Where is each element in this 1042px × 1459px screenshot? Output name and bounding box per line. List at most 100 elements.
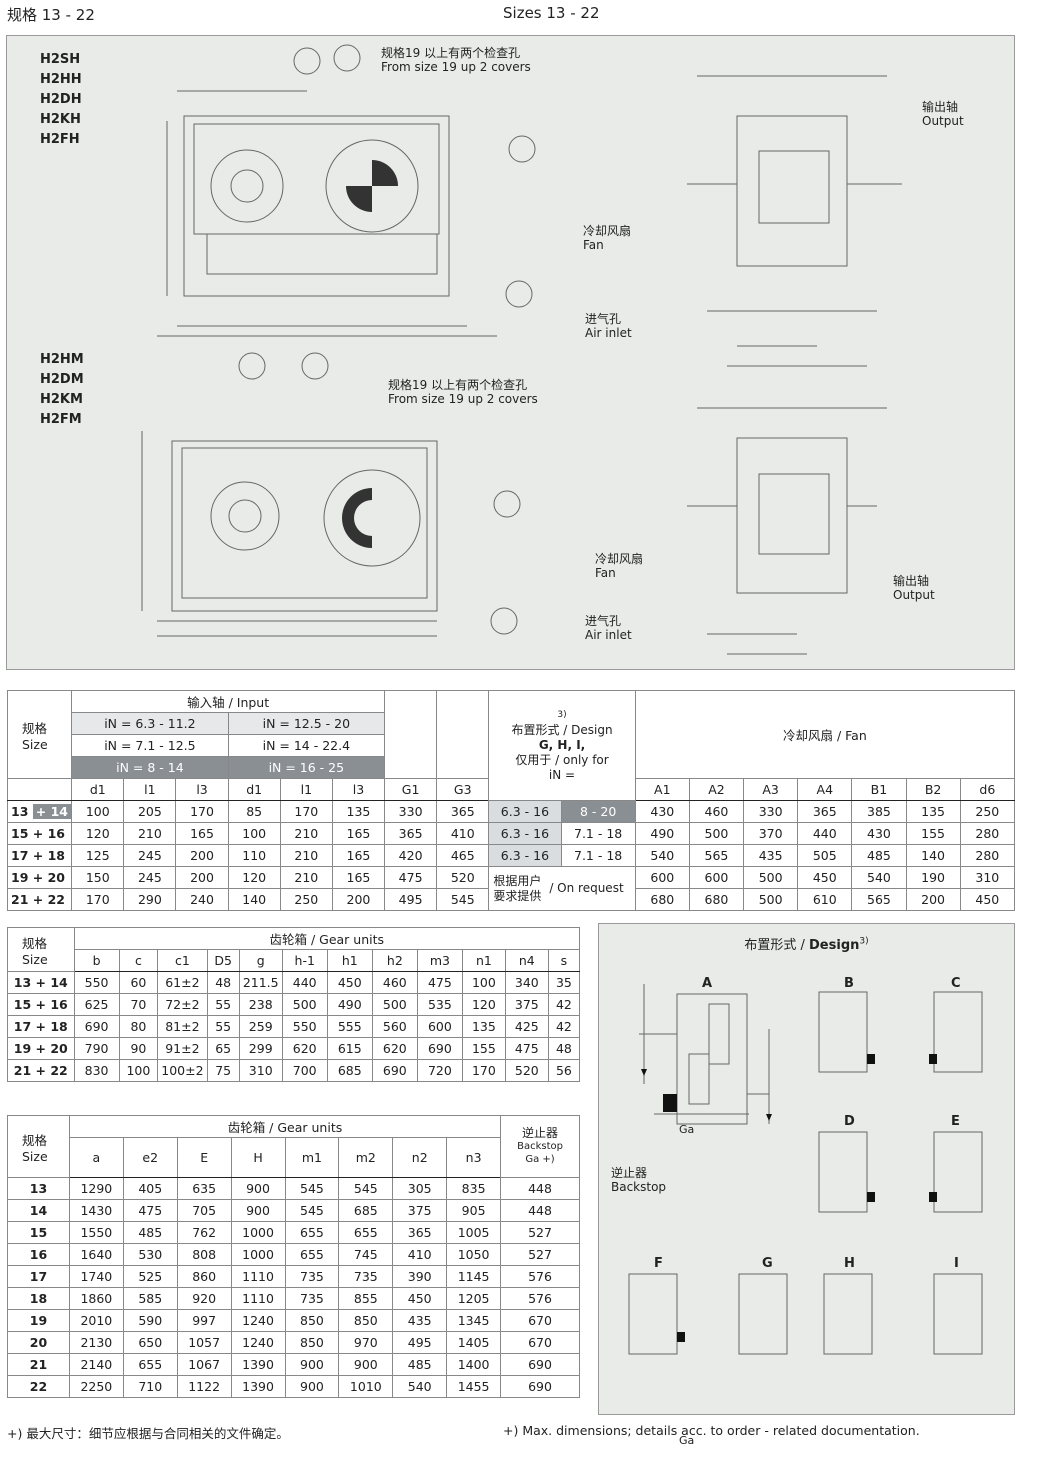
value-cell: 520 — [504, 1059, 549, 1082]
value-cell: 690 — [371, 1059, 418, 1082]
ratio-a2: iN = 7.1 - 12.5 — [71, 734, 229, 757]
size-cell: 13 — [7, 1177, 70, 1200]
col-header: d1 — [71, 778, 125, 801]
value-cell: 310 — [238, 1059, 283, 1082]
value-cell: 490 — [634, 822, 690, 845]
value-cell: 1000 — [230, 1243, 286, 1266]
col-header: B2 — [905, 778, 961, 801]
value-cell: 370 — [743, 822, 799, 845]
value-cell: 535 — [416, 993, 463, 1016]
value-cell: 75 — [206, 1059, 240, 1082]
design-letter-i: I — [954, 1256, 959, 1271]
value-cell: 210 — [279, 822, 333, 845]
value-cell: 100 — [227, 822, 281, 845]
value-cell: 60 — [118, 971, 159, 994]
value-cell: 170 — [71, 888, 125, 911]
value-cell: 55 — [206, 1015, 240, 1038]
size-cell: 21 + 22 — [7, 1059, 75, 1082]
size-cell: 17 + 18 — [7, 1015, 75, 1038]
value-cell: 655 — [284, 1243, 340, 1266]
cover-note-cn: 规格19 以上有两个检查孔 — [381, 46, 521, 60]
value-cell: 1240 — [230, 1331, 286, 1354]
size-cell: 18 — [7, 1287, 70, 1310]
col-header: d6 — [959, 778, 1016, 801]
value-cell: 685 — [338, 1199, 394, 1222]
col-header: l3 — [175, 778, 229, 801]
design-panel: 布置形式 / Design3) A B C D E F G H I Ga 逆止器… — [598, 923, 1015, 1447]
technical-drawing: H2SH H2HH H2DH H2KH H2FH H2HM H2DM H2KM … — [6, 35, 1015, 670]
value-cell: 635 — [176, 1177, 232, 1200]
value-cell: 485 — [122, 1221, 178, 1244]
col-header: l3 — [331, 778, 386, 801]
size-cell: 22 — [7, 1375, 70, 1398]
value-cell: 762 — [176, 1221, 232, 1244]
design-e-box — [933, 1131, 983, 1213]
value-cell: 245 — [123, 844, 177, 867]
size-cell: 17 — [7, 1265, 70, 1288]
cover-note-cn: 规格19 以上有两个检查孔 — [388, 378, 528, 392]
col-header: g — [238, 949, 283, 972]
air-en: Air inlet — [585, 628, 632, 642]
value-cell: 211.5 — [238, 971, 283, 994]
fan-cn: 冷却风扇 — [583, 224, 632, 238]
col-header: B1 — [851, 778, 907, 801]
value-cell: 2140 — [68, 1353, 124, 1376]
col-header: n3 — [446, 1137, 502, 1178]
model-label: H2KH — [40, 112, 81, 127]
value-cell: 500 — [688, 822, 745, 845]
ga-label: Ga — [679, 1123, 695, 1136]
value-cell: 545 — [284, 1177, 340, 1200]
value-cell: 35 — [547, 971, 581, 994]
value-cell: 1860 — [68, 1287, 124, 1310]
value-cell: 2010 — [68, 1309, 124, 1332]
value-cell: 655 — [122, 1353, 178, 1376]
value-cell: 850 — [338, 1309, 394, 1332]
value-cell: 905 — [446, 1199, 502, 1222]
value-cell: 527 — [500, 1221, 580, 1244]
value-cell: 860 — [176, 1265, 232, 1288]
value-cell: 448 — [500, 1199, 580, 1222]
value-cell: 310 — [959, 866, 1016, 889]
value-cell: 170 — [279, 800, 333, 823]
design-letter-e: E — [951, 1114, 960, 1129]
value-cell: 555 — [326, 1015, 373, 1038]
value-cell: 900 — [284, 1353, 340, 1376]
value-cell: 1345 — [446, 1309, 502, 1332]
value-cell: 1110 — [230, 1287, 286, 1310]
output-label-2: 输出轴 Output — [893, 574, 935, 602]
value-cell: 600 — [688, 866, 745, 889]
value-cell: 560 — [371, 1015, 418, 1038]
value-cell: 900 — [230, 1177, 286, 1200]
value-cell: 450 — [797, 866, 853, 889]
value-cell: 745 — [338, 1243, 394, 1266]
value-cell: 485 — [392, 1353, 448, 1376]
model-label: H2FM — [40, 412, 82, 427]
value-cell: 1110 — [230, 1265, 286, 1288]
value-cell: 190 — [905, 866, 961, 889]
input-header: 输入轴 / Input — [71, 690, 386, 713]
value-cell: 120 — [71, 822, 125, 845]
model-list-2: H2HM H2DM H2KM H2FM — [40, 350, 84, 430]
value-cell: 100 — [118, 1059, 159, 1082]
value-cell: 525 — [122, 1265, 178, 1288]
value-cell: 250 — [959, 800, 1016, 823]
col-header: A2 — [688, 778, 745, 801]
value-cell: 855 — [338, 1287, 394, 1310]
air-label-2: 进气孔 Air inlet — [585, 614, 632, 642]
size-cell: 13 + 14 — [7, 971, 75, 994]
design-b-box — [818, 991, 868, 1073]
value-cell: 1010 — [338, 1375, 394, 1398]
value-cell: 390 — [392, 1265, 448, 1288]
value-cell: 680 — [634, 888, 690, 911]
value-cell: 91±2 — [157, 1037, 208, 1060]
value-cell: 120 — [461, 993, 506, 1016]
value-cell: 405 — [122, 1177, 178, 1200]
